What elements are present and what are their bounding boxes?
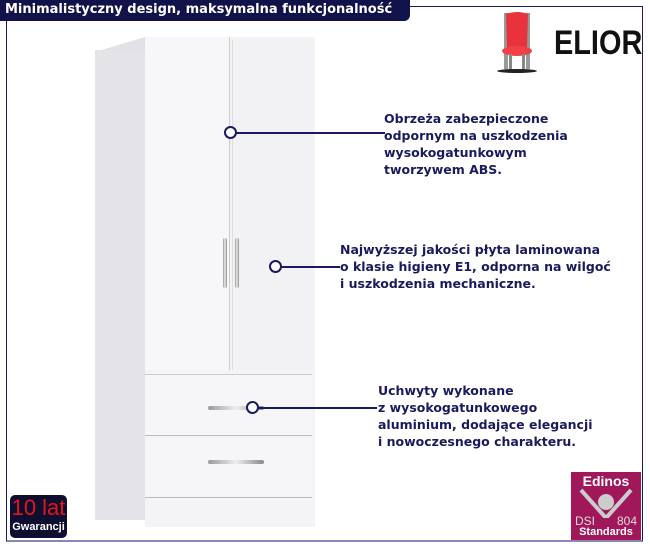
drawer-handle — [208, 460, 264, 464]
feature-note-edges: Obrzeża zabezpieczone odpornym na uszkod… — [384, 111, 568, 177]
callout-marker — [224, 126, 237, 139]
warranty-label: Gwarancji — [12, 521, 65, 533]
elior-logo: ELIOR — [492, 10, 642, 75]
feature-note-handles: Uchwyty wykonane z wysokogatunkowego alu… — [378, 383, 593, 449]
brand-name: ELIOR — [554, 24, 643, 62]
warranty-years: 10 lat — [11, 495, 66, 520]
drawer-handle — [208, 406, 264, 410]
page-title: Minimalistyczny design, maksymalna funkc… — [0, 0, 410, 21]
door-handle-left — [223, 238, 227, 288]
edinos-certificate: Edinos DSI 804 Standards — [571, 472, 641, 540]
certificate-brand: Edinos — [582, 473, 630, 489]
certificate-left: DSI — [575, 514, 596, 528]
warranty-badge: 10 lat Gwarancji — [10, 495, 67, 538]
red-chair-icon — [497, 12, 537, 73]
door-handle-right — [235, 238, 239, 288]
callout-marker — [246, 401, 259, 414]
certificate-label: Standards — [579, 526, 633, 538]
certificate-right: 804 — [616, 514, 637, 528]
callout-marker — [269, 260, 282, 273]
feature-note-board: Najwyższej jakości płyta laminowana o kl… — [340, 242, 611, 291]
